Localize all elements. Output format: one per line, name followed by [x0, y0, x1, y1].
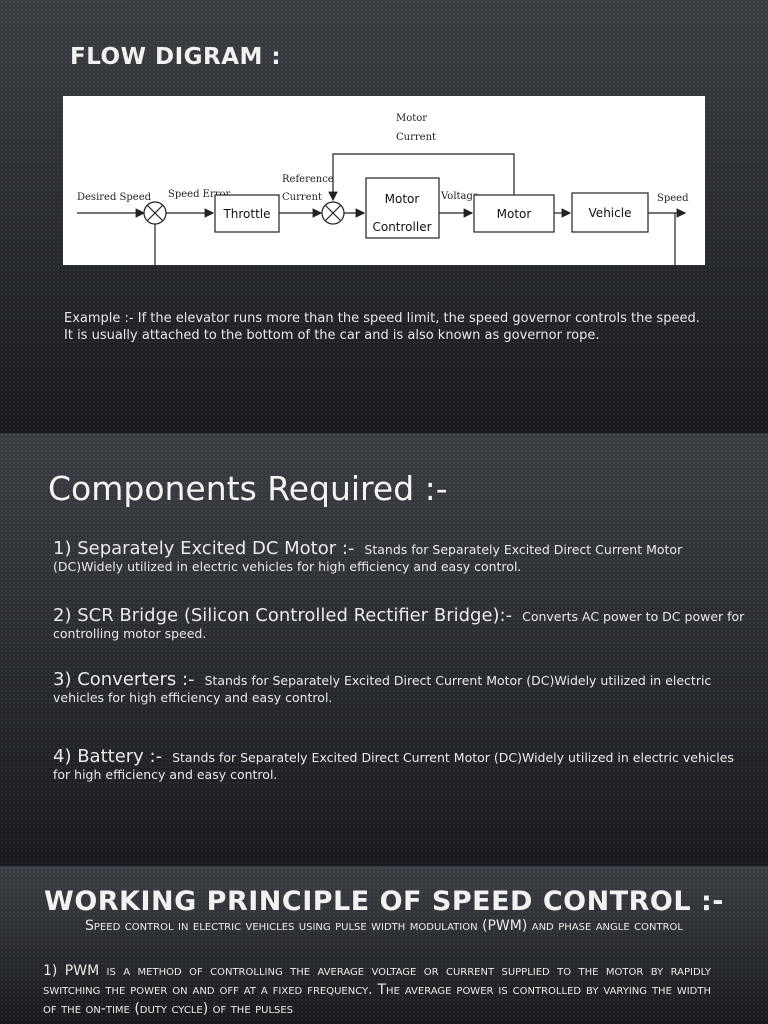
block-vehicle-label: Vehicle — [589, 206, 632, 220]
slide-title: FLOW DIGRAM : — [70, 44, 282, 70]
summing-junction-1 — [143, 201, 167, 225]
slide-title: WORKING PRINCIPLE OF SPEED CONTROL :- — [44, 886, 724, 917]
block-motor-controller-label-1: Motor — [385, 192, 420, 206]
block-motor — [473, 194, 555, 233]
example-text: Example :- If the elevator runs more tha… — [64, 311, 700, 343]
flow-diagram-svg: Desired Speed Speed Error Throttle Refer… — [77, 113, 689, 265]
label-speed: Speed — [657, 193, 689, 204]
label-speed-error: Speed Error — [168, 189, 231, 200]
component-head: 4) Battery :- — [53, 746, 163, 767]
label-voltage: Voltage — [440, 191, 479, 202]
slide-components: Components Required :- 1) Separately Exc… — [0, 433, 768, 866]
component-head: 2) SCR Bridge (Silicon Controlled Rectif… — [53, 605, 513, 626]
component-item: 4) Battery :- Stands for Separately Exci… — [53, 748, 753, 783]
summing-junction-2 — [321, 201, 345, 225]
component-item: 3) Converters :- Stands for Separately E… — [53, 671, 753, 706]
label-current: Current — [282, 192, 322, 203]
label-motor-current-2: Current — [396, 132, 436, 143]
block-throttle — [214, 194, 280, 233]
component-item: 2) SCR Bridge (Silicon Controlled Rectif… — [53, 607, 753, 642]
slide-subtitle: Speed control in electric vehicles using… — [85, 918, 683, 934]
block-motor-label: Motor — [497, 207, 532, 221]
label-reference: Reference — [282, 174, 334, 185]
component-desc: Converts AC power to DC power for contro… — [53, 609, 745, 641]
component-item: 1) Separately Excited DC Motor :- Stands… — [53, 540, 753, 575]
label-motor-current-1: Motor — [396, 113, 427, 124]
block-throttle-label: Throttle — [222, 207, 270, 221]
feedback-motor-current — [328, 153, 515, 202]
component-desc: Stands for Separately Excited Direct Cur… — [53, 542, 683, 574]
block-motor-controller-label-2: Controller — [372, 220, 431, 234]
slide-title: Components Required :- — [48, 469, 448, 508]
flow-diagram: Desired Speed Speed Error Throttle Refer… — [63, 96, 705, 265]
principle-item: 1) PWM is a method of controlling the av… — [43, 963, 711, 1017]
component-desc: Stands for Separately Excited Direct Cur… — [53, 673, 712, 705]
block-vehicle — [571, 192, 649, 233]
component-head: 3) Converters :- — [53, 669, 195, 690]
label-desired-speed: Desired Speed — [77, 192, 152, 203]
component-head: 1) Separately Excited DC Motor :- — [53, 538, 355, 559]
block-motor-controller — [365, 177, 440, 239]
slide-flow-diagram: FLOW DIGRAM : Desired Speed Speed Error … — [0, 0, 768, 433]
slide-working-principle: WORKING PRINCIPLE OF SPEED CONTROL :- Sp… — [0, 866, 768, 1024]
component-desc: Stands for Separately Excited Direct Cur… — [53, 750, 734, 782]
